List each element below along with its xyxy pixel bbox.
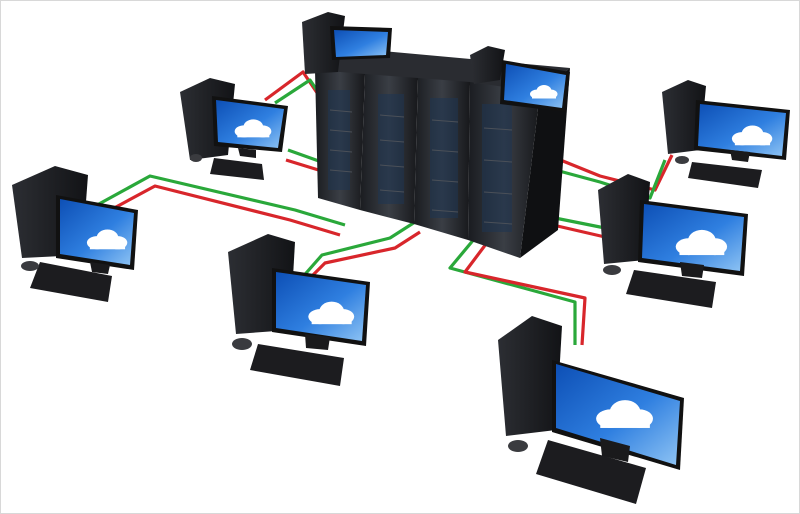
- mouse: [675, 156, 689, 164]
- cable-wire: [463, 231, 587, 346]
- shape-detail: [431, 119, 459, 123]
- cable-wire: [91, 184, 341, 237]
- screen: [334, 30, 388, 57]
- server-rack-4: [468, 82, 540, 258]
- workstation-right-middle: [598, 174, 748, 308]
- workstation-upper-right: [662, 80, 790, 188]
- shape-detail: [483, 159, 513, 163]
- cable-wire: [448, 224, 577, 345]
- shape-detail: [329, 169, 353, 173]
- shape-detail: [238, 148, 256, 158]
- keyboard: [536, 440, 646, 504]
- shape-detail: [379, 189, 405, 193]
- shape-detail: [379, 139, 405, 143]
- keyboard: [30, 262, 112, 302]
- shape-detail: [483, 127, 513, 131]
- shape-detail: [329, 149, 353, 153]
- keyboard: [688, 162, 762, 188]
- workstation-bottom-right: [498, 316, 684, 504]
- shape-detail: [378, 94, 404, 204]
- mouse: [508, 440, 528, 452]
- shape-detail: [430, 98, 458, 218]
- shape-detail: [483, 191, 513, 195]
- shape-detail: [329, 129, 353, 133]
- tower-case: [470, 46, 505, 84]
- shape-detail: [482, 104, 512, 232]
- shape-detail: [328, 90, 350, 190]
- shape-detail: [329, 109, 353, 113]
- shape-detail: [305, 334, 330, 350]
- workstation-upper-left: [180, 78, 288, 180]
- shape-detail: [600, 438, 630, 462]
- keyboard: [210, 158, 264, 180]
- mouse: [232, 338, 252, 350]
- keyboard: [250, 344, 344, 386]
- shape-detail: [379, 164, 405, 168]
- tower-case: [498, 316, 562, 436]
- workstation-far-left: [12, 166, 138, 302]
- cable-pair-far-left: [87, 174, 346, 237]
- shape-detail: [431, 209, 459, 213]
- shape-detail: [680, 262, 704, 278]
- server-racks: [315, 48, 570, 258]
- cable-wire: [87, 174, 346, 227]
- shape-detail: [379, 114, 405, 118]
- server-rack-3: [414, 78, 470, 240]
- cable-wire: [298, 220, 416, 282]
- server-rack-1: [315, 70, 365, 210]
- shape-detail: [431, 149, 459, 153]
- mouse: [21, 261, 39, 271]
- workstations: [12, 12, 790, 504]
- shape-detail: [431, 179, 459, 183]
- server-rack-2: [360, 74, 418, 224]
- cable-pair-center-right: [448, 224, 587, 346]
- mouse: [603, 265, 621, 275]
- workstation-top-right: [470, 46, 570, 112]
- shape-detail: [730, 150, 750, 162]
- mouse: [190, 154, 202, 162]
- shape-detail: [520, 68, 570, 258]
- shape-detail: [90, 262, 110, 274]
- keyboard: [626, 270, 716, 308]
- tower-case: [598, 174, 650, 264]
- shape-detail: [483, 221, 513, 225]
- workstation-top-center: [302, 12, 392, 74]
- workstation-center-left: [228, 234, 370, 386]
